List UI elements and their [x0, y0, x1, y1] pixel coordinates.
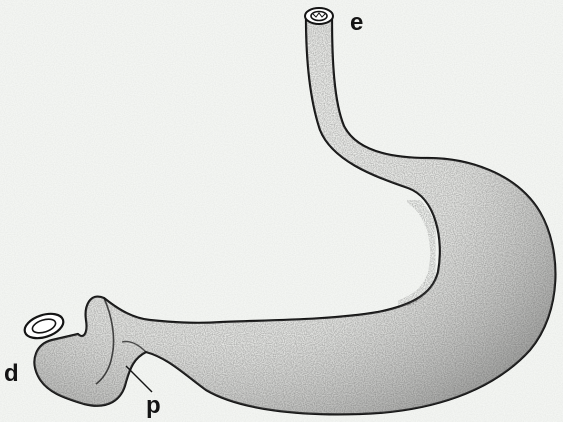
label-p: p — [146, 392, 161, 419]
label-d: d — [4, 360, 19, 387]
label-e: e — [350, 9, 363, 36]
esophagus-opening — [305, 8, 333, 24]
